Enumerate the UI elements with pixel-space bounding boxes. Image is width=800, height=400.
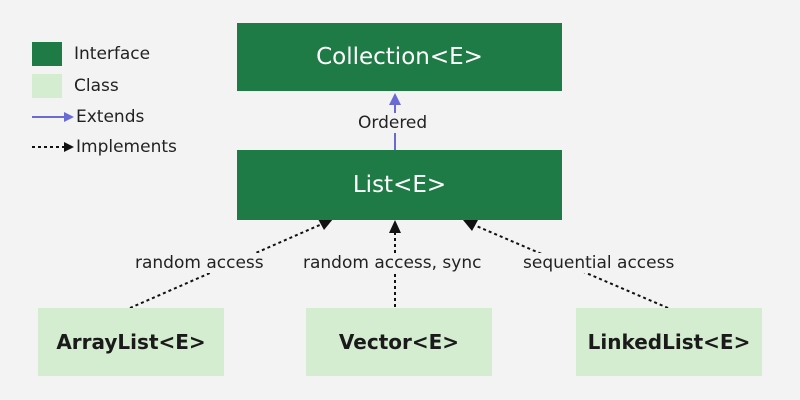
legend-extends-label: Extends [76,107,145,127]
arrowhead-linkedlist [463,220,478,231]
implements-arrow-icon [32,142,74,152]
legend-extends: Extends [32,102,177,132]
legend: Interface Class Extends Implements [32,38,177,162]
arrowhead-arraylist [318,219,333,230]
node-arraylist: ArrayList<E> [38,308,224,376]
node-collection-label: Collection<E> [316,44,483,70]
node-arraylist-label: ArrayList<E> [56,330,206,354]
edge-label-arraylist: random access [131,253,268,273]
class-swatch [32,74,62,98]
arrowhead-vector [389,220,401,233]
edge-label-ordered: Ordered [354,113,432,133]
node-collection: Collection<E> [237,23,562,91]
legend-class: Class [32,70,177,102]
node-list-label: List<E> [352,172,447,198]
interface-swatch [32,42,62,66]
legend-implements: Implements [32,132,177,162]
node-linkedlist-label: LinkedList<E> [587,330,751,354]
edge-linkedlist-list [473,224,669,309]
legend-interface-label: Interface [74,44,151,64]
node-linkedlist: LinkedList<E> [576,308,762,376]
legend-implements-label: Implements [76,137,177,157]
arrowhead-collection [389,93,401,105]
legend-class-label: Class [74,76,119,96]
edge-label-vector: random access, sync [299,253,486,273]
extends-arrow-icon [32,112,74,122]
node-vector-label: Vector<E> [338,330,460,354]
edge-label-linkedlist: sequential access [519,253,679,273]
node-list: List<E> [237,150,562,220]
legend-interface: Interface [32,38,177,70]
node-vector: Vector<E> [306,308,492,376]
